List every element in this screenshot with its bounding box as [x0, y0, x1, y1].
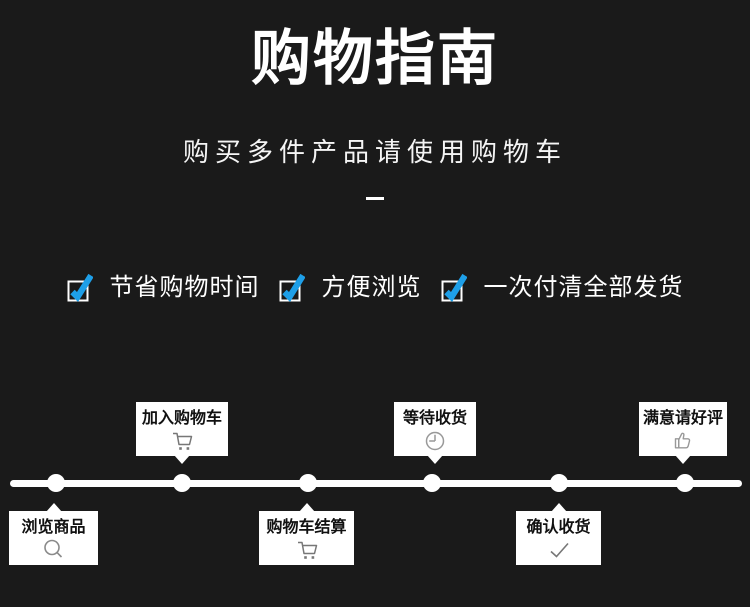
page-title: 购物指南 [251, 24, 499, 94]
checkbox-checked-icon [441, 273, 467, 302]
checkbox-checked-icon [279, 273, 305, 302]
check-icon [549, 542, 569, 558]
timeline-dot [550, 474, 568, 492]
step-label: 浏览商品 [21, 517, 86, 536]
timeline-dot [47, 474, 65, 492]
cart-icon [173, 432, 193, 450]
timeline-step-wait-delivery: 等待收货 [394, 402, 476, 464]
page-subtitle: 购买多件产品请使用购物车 [182, 138, 567, 168]
feature-item-easy-browse: 方便浏览 [279, 272, 422, 302]
timeline-dot [173, 474, 191, 492]
step-label: 满意请好评 [642, 408, 723, 427]
timeline-dot [299, 474, 317, 492]
timeline-step-confirm-receipt: 确认收货 [516, 503, 601, 565]
step-label: 等待收货 [402, 408, 467, 427]
step-label: 购物车结算 [266, 517, 347, 536]
timeline-line [10, 480, 742, 487]
search-icon [43, 539, 62, 558]
feature-list: 节省购物时间 方便浏览 一次付清全部发货 [0, 272, 750, 302]
thumbs-up-icon [674, 432, 691, 449]
timeline-step-good-review: 满意请好评 [639, 402, 727, 464]
feature-label: 方便浏览 [321, 273, 422, 301]
clock-icon [425, 431, 445, 451]
timeline-step-browse: 浏览商品 [9, 503, 98, 565]
step-label: 加入购物车 [141, 408, 222, 427]
step-label: 确认收货 [526, 517, 591, 536]
feature-item-save-time: 节省购物时间 [67, 272, 260, 302]
cart-icon [297, 541, 317, 559]
divider-dash [366, 197, 384, 200]
timeline-step-checkout: 购物车结算 [259, 503, 354, 565]
timeline-step-add-to-cart: 加入购物车 [136, 402, 228, 464]
feature-item-pay-once: 一次付清全部发货 [441, 272, 684, 302]
checkbox-checked-icon [67, 273, 93, 302]
timeline-dot [676, 474, 694, 492]
feature-label: 一次付清全部发货 [483, 273, 684, 301]
feature-label: 节省购物时间 [109, 273, 260, 301]
timeline-dot [423, 474, 441, 492]
